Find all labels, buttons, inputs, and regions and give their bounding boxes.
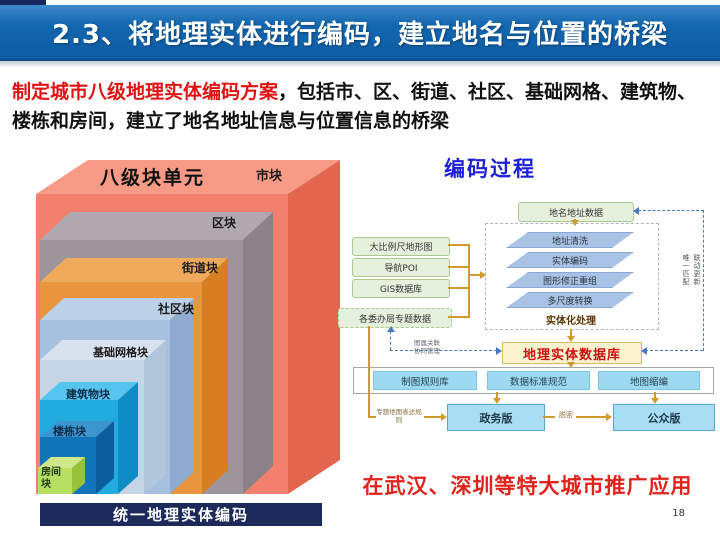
- arrowhead-left: [633, 207, 639, 215]
- connector-line: [448, 316, 468, 318]
- intro-highlight: 制定城市八级地理实体编码方案: [12, 81, 279, 103]
- connector-line: [424, 416, 442, 418]
- flow-process-label: 实体化处理: [546, 316, 596, 327]
- arrowhead-right: [480, 271, 486, 279]
- block-grid-top: [40, 340, 166, 360]
- block-city-top: [36, 160, 340, 194]
- block-community-top: [40, 298, 194, 320]
- block-district-label: 区块: [212, 216, 237, 230]
- dashed-connector: [390, 350, 497, 351]
- dashed-connector: [390, 331, 391, 350]
- flow-desensitize-label: 脱密: [559, 411, 573, 419]
- block-building-top: [40, 382, 138, 400]
- flow-sync-label-match: 唯一匹配: [682, 254, 690, 286]
- block-grid-label: 基础网格块: [93, 346, 148, 359]
- block-floor-top: [40, 421, 114, 437]
- block-street-side: [202, 258, 228, 494]
- page-number: 18: [672, 508, 685, 519]
- arrowhead-right: [606, 413, 612, 421]
- connector-line: [468, 274, 480, 276]
- block-floor-side: [96, 421, 114, 494]
- block-building-side: [118, 382, 138, 494]
- arrowhead-right: [441, 413, 447, 421]
- flowchart-title: 编码过程: [444, 157, 536, 181]
- intro-rest: ，包括市、区、街道、社区、基础网格、建筑物、楼栋和房间，建立了地名地址信息与位置…: [12, 81, 697, 133]
- dashed-connector: [638, 210, 704, 211]
- flow-box-topo-map: 大比例尺地形图: [352, 237, 450, 256]
- flow-box-public-version: 公众版: [613, 404, 715, 431]
- title-bar: 2.3、将地理实体进行编码，建立地名与位置的桥梁: [0, 5, 720, 61]
- connector-line: [576, 416, 607, 418]
- block-floor-label: 楼栋块: [53, 425, 86, 438]
- flow-box-gis-db: GIS数据库: [352, 279, 450, 298]
- block-community-label: 社区块: [158, 302, 195, 316]
- flow-step-entity-encode: 实体编码: [506, 252, 634, 268]
- connector-line: [496, 392, 498, 400]
- connector-line: [448, 244, 468, 246]
- footer-note: 在武汉、深圳等特大城市推广应用: [362, 474, 693, 498]
- block-building-label: 建筑物块: [66, 388, 110, 401]
- connector-line: [448, 287, 468, 289]
- block-grid-side: [144, 340, 166, 494]
- dashed-connector: [645, 350, 703, 351]
- block-street-label: 街道块: [182, 261, 219, 275]
- flow-box-nav-poi: 导航POI: [352, 258, 450, 277]
- connector-line: [368, 326, 370, 418]
- flow-box-dept-data: 各委办局专题数据: [338, 308, 452, 328]
- connector-line: [448, 266, 468, 268]
- flow-db-note-line2: 协同管理: [414, 347, 440, 356]
- flow-box-gov-version: 政务版: [447, 404, 545, 431]
- connector-line: [654, 392, 656, 400]
- block-city-label: 市块: [256, 169, 283, 184]
- block-room-label: 房间块: [41, 467, 61, 490]
- flow-step-address-clean: 地址清洗: [506, 232, 634, 248]
- intro-text: 制定城市八级地理实体编码方案，包括市、区、街道、社区、基础网格、建筑物、楼栋和房…: [12, 78, 712, 137]
- arrowhead-left: [641, 347, 647, 355]
- arrowhead-up: [387, 326, 395, 332]
- flow-sync-label-update: 联动更新: [693, 254, 701, 286]
- block-room-side: [72, 457, 85, 494]
- block-district-top: [40, 212, 273, 240]
- slide-title: 2.3、将地理实体进行编码，建立地名与位置的桥梁: [51, 19, 669, 50]
- block-street-top: [40, 258, 228, 282]
- header-separator: [0, 61, 720, 67]
- arrowhead-down: [567, 362, 575, 368]
- arrowhead-down: [651, 398, 659, 404]
- arrowhead-down: [493, 398, 501, 404]
- flow-step-multiscale: 多尺度转换: [506, 292, 634, 308]
- arrowhead-down: [571, 220, 579, 226]
- block-room-front: [38, 468, 72, 494]
- flow-box-data-standards: 数据标准规范: [487, 371, 590, 390]
- dashed-connector: [703, 210, 704, 351]
- flow-db-note: 图属关联 协同管理: [411, 339, 443, 355]
- block-room-top: [38, 457, 85, 468]
- arrowhead-right: [496, 347, 502, 355]
- connector-line: [543, 416, 555, 418]
- flow-box-entity-database: 地理实体数据库: [502, 342, 642, 364]
- arrowhead-down: [567, 336, 575, 342]
- connector-line: [570, 329, 572, 337]
- block-community-side: [170, 298, 194, 494]
- flow-box-mapping-rules: 制图规则库: [373, 371, 477, 390]
- flow-step-shape-fix: 图形修正重组: [506, 272, 634, 288]
- flow-box-address-data: 地名地址数据: [518, 202, 634, 222]
- block-district-side: [243, 212, 273, 494]
- block-diagram-title: 八级块单元: [100, 167, 206, 189]
- flow-box-map-generalize: 地图缩编: [598, 371, 700, 390]
- block-diagram-caption: 统一地理实体编码: [40, 503, 322, 526]
- connector-line: [368, 416, 376, 418]
- flow-db-note-line1: 图属关联: [414, 339, 440, 347]
- flow-theme-note: 专题地图表达规则: [376, 408, 422, 425]
- connector-line: [468, 244, 470, 318]
- block-city-side: [288, 160, 340, 494]
